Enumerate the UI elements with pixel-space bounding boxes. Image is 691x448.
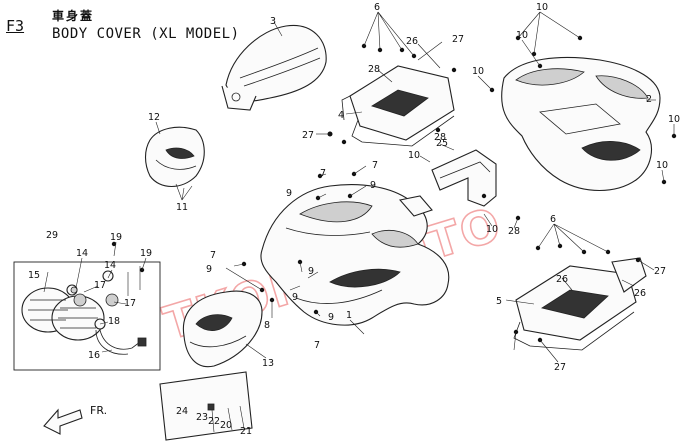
front-small-cover [144, 126, 205, 188]
callout-27b: 27 [302, 130, 314, 141]
callout-19a: 19 [110, 232, 122, 243]
callout-9c: 9 [206, 264, 212, 275]
callout-28b: 28 [434, 132, 446, 143]
callout-26a: 26 [406, 36, 418, 47]
callout-25: 25 [436, 138, 448, 149]
callout-11: 11 [176, 202, 188, 213]
callout-8: 8 [264, 320, 270, 331]
callout-9e: 9 [292, 292, 298, 303]
callout-13: 13 [262, 358, 274, 369]
right-footrest [513, 257, 647, 351]
callout-21: 21 [240, 426, 252, 437]
callout-27d: 27 [554, 362, 566, 373]
callout-9f: 9 [328, 312, 334, 323]
headlight-cover [182, 290, 263, 368]
page-title: BODY COVER (XL MODEL) [52, 26, 240, 42]
callout-1: 1 [346, 310, 352, 321]
callout-19b: 19 [140, 248, 152, 259]
callout-20: 20 [220, 420, 232, 431]
callout-24: 24 [176, 406, 188, 417]
callout-10c: 10 [472, 66, 484, 77]
callout-7d: 7 [314, 340, 320, 351]
section-code: F3 [6, 17, 25, 35]
callout-28c: 28 [508, 226, 520, 237]
callout-10f: 10 [408, 150, 420, 161]
lower-plate [159, 371, 253, 441]
front-direction-arrow: FR. [43, 404, 107, 435]
callout-14b: 14 [104, 260, 116, 271]
callout-5: 5 [496, 296, 502, 307]
callout-9a: 9 [286, 188, 292, 199]
chinese-title: 車身蓋 [52, 9, 95, 23]
callout-3: 3 [270, 16, 276, 27]
callout-10b: 10 [516, 30, 528, 41]
rear-fender-bracket [431, 149, 497, 207]
callout-9b: 9 [370, 180, 376, 191]
callout-18: 18 [108, 316, 120, 327]
rear-fender [501, 56, 661, 192]
callout-9d: 9 [308, 266, 314, 277]
callout-10d: 10 [668, 114, 680, 125]
callout-28a: 28 [368, 64, 380, 75]
headlight-assembly-box [13, 261, 161, 371]
callout-27c: 27 [654, 266, 666, 277]
callout-22: 22 [208, 416, 220, 427]
callout-7a: 7 [320, 168, 326, 179]
callout-17b: 17 [124, 298, 136, 309]
callout-15: 15 [28, 270, 40, 281]
front-footrest [341, 65, 455, 147]
callout-14a: 14 [76, 248, 88, 259]
callout-17a: 17 [94, 280, 106, 291]
callout-2: 2 [646, 94, 652, 105]
callout-4: 4 [338, 110, 344, 121]
callout-6-upper: 6 [374, 2, 380, 13]
callout-7b: 7 [372, 160, 378, 171]
callout-26b: 26 [556, 274, 568, 285]
callout-23: 23 [196, 412, 208, 423]
callout-16: 16 [88, 350, 100, 361]
front-fender [260, 184, 450, 326]
seat [221, 24, 327, 111]
callout-12: 12 [148, 112, 160, 123]
callout-29: 29 [46, 230, 58, 241]
callout-26c: 26 [634, 288, 646, 299]
leader-lines [43, 11, 675, 363]
callout-27a: 27 [452, 34, 464, 45]
part-number-callouts: 1 2 3 4 5 6 6 7 7 7 7 8 9 9 9 9 9 9 10 1… [28, 2, 680, 437]
callout-7c: 7 [210, 250, 216, 261]
callout-6-lower: 6 [550, 214, 556, 225]
callout-10e: 10 [656, 160, 668, 171]
direction-label: FR. [90, 404, 107, 417]
callout-10a: 10 [536, 2, 548, 13]
callout-10g: 10 [486, 224, 498, 235]
